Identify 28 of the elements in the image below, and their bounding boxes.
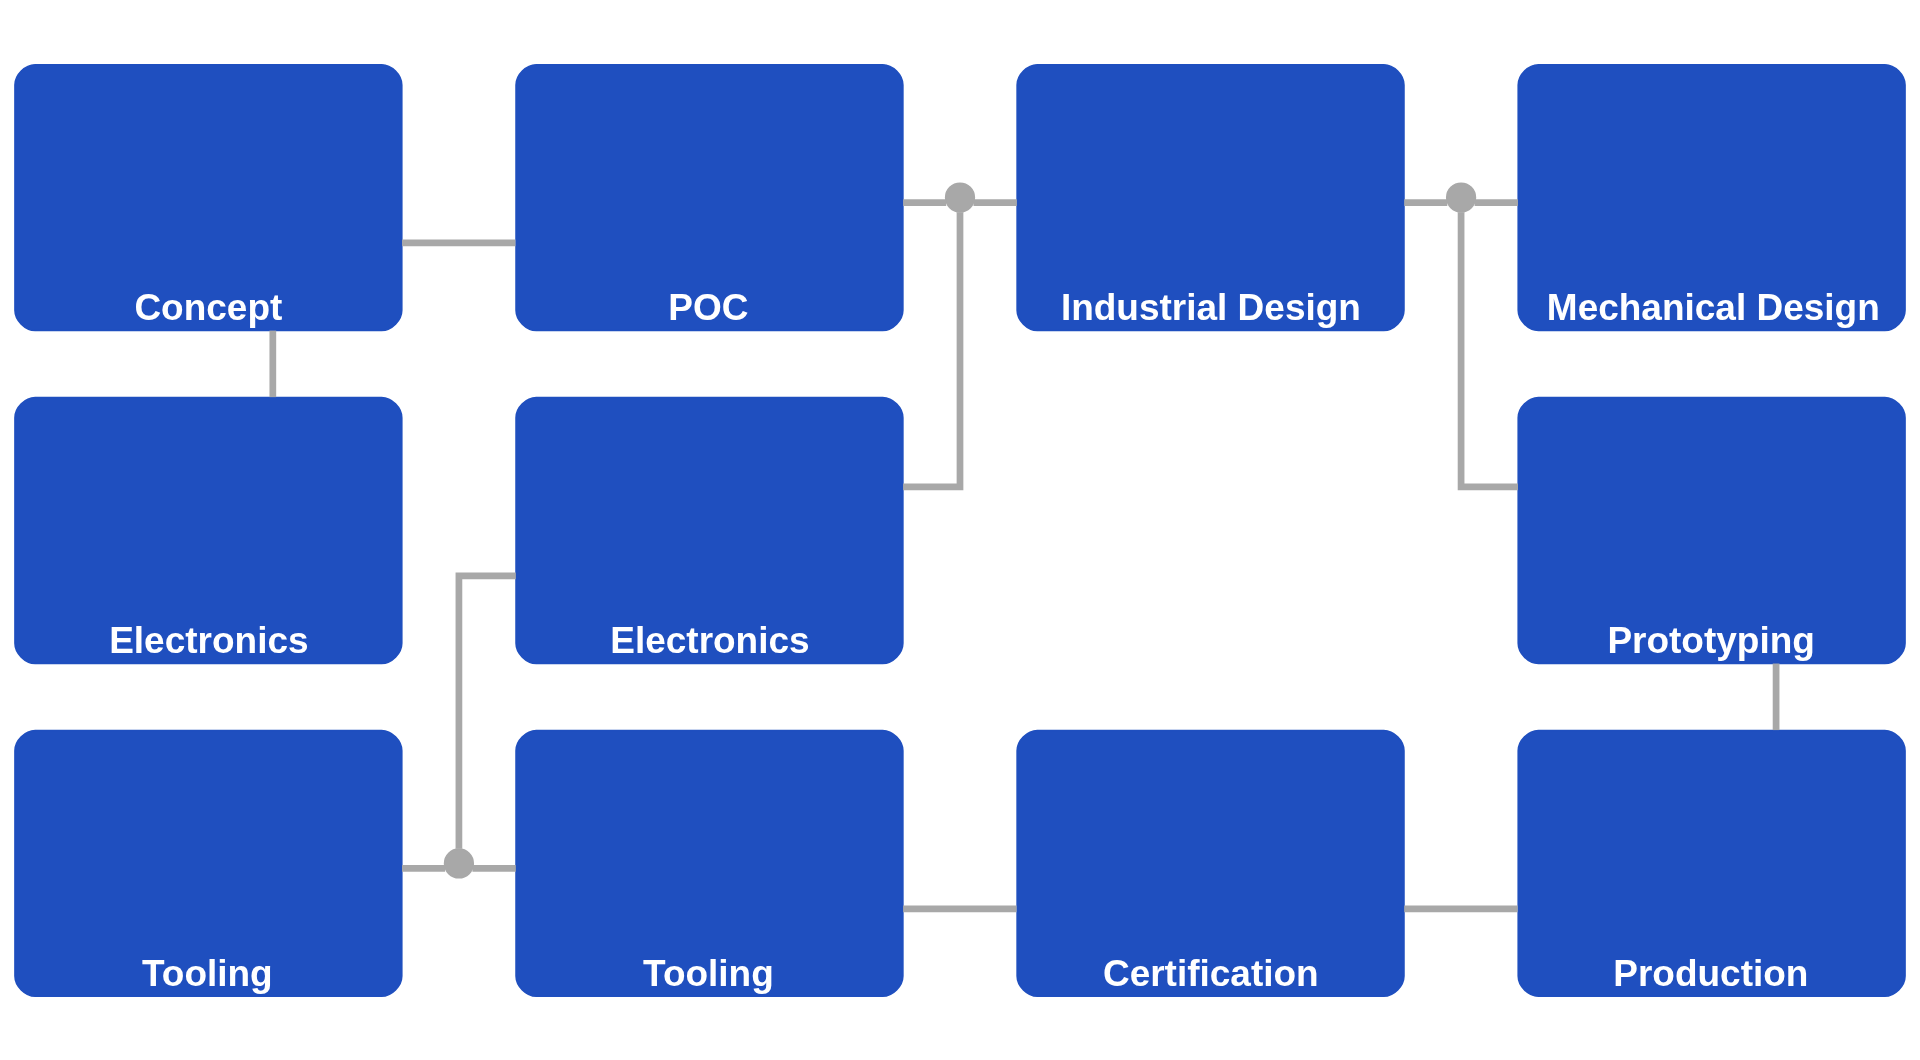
connector (1404, 904, 1518, 912)
node-circle (944, 181, 976, 213)
node-circle (443, 847, 475, 879)
node-box: Electronics (515, 396, 904, 664)
connector (973, 198, 1017, 206)
node-box: Concept (14, 63, 403, 331)
connector (903, 198, 947, 206)
node-box: Tooling (14, 729, 403, 997)
node-box: Industrial Design (1016, 63, 1405, 331)
connector (1404, 198, 1448, 206)
connector (472, 864, 516, 872)
connector (402, 864, 446, 872)
connector (455, 572, 516, 849)
node-circle (1445, 181, 1477, 213)
connector (1772, 663, 1780, 730)
node-box: Electronics (14, 396, 403, 664)
node-box: POC (515, 63, 904, 331)
connector (1457, 211, 1518, 490)
node-box: Mechanical Design (1517, 63, 1906, 331)
node-box: Certification (1016, 729, 1405, 997)
connector (269, 330, 277, 397)
node-box: Production (1517, 729, 1906, 997)
node-box: Tooling (515, 729, 904, 997)
connector (1474, 198, 1518, 206)
node-box: Prototyping (1517, 396, 1906, 664)
connector (903, 211, 964, 490)
connector (402, 239, 516, 246)
connector (903, 904, 1017, 912)
